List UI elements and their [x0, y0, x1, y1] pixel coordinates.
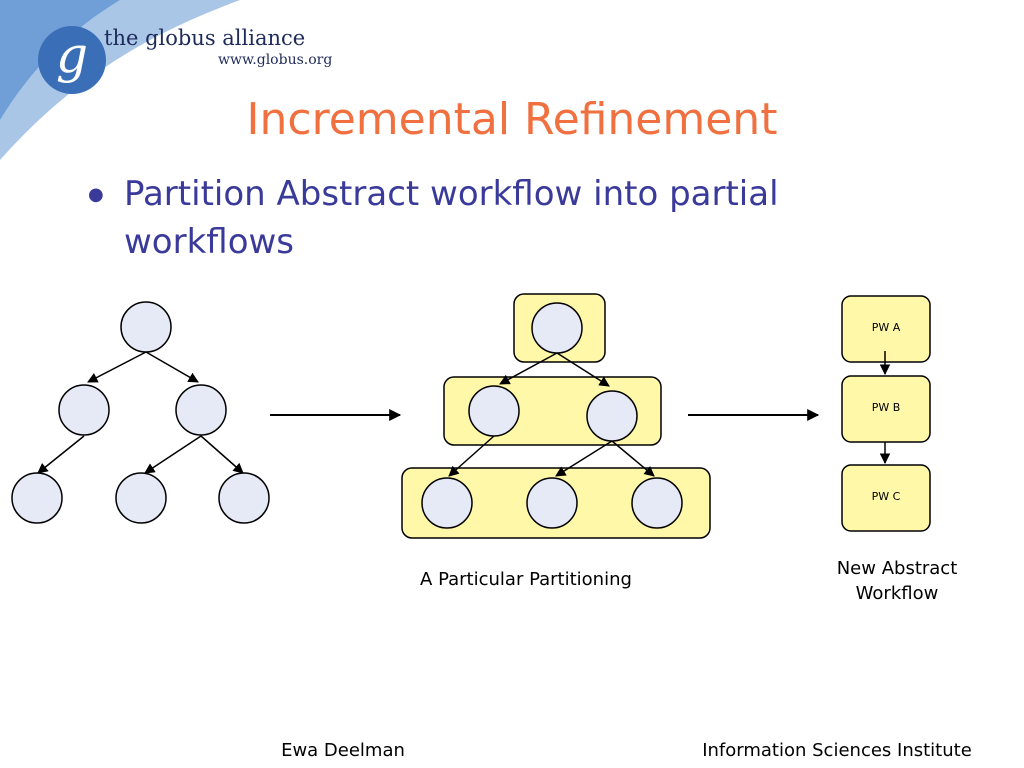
tree-node [11, 472, 63, 524]
tree-node [175, 384, 227, 436]
new-abstract-workflow [841, 295, 931, 532]
pw-a-label: PW A [871, 321, 901, 334]
bullet-dot-icon: ● [88, 184, 104, 205]
logo-glyph: g [56, 26, 89, 84]
tree-node [58, 384, 110, 436]
pw-b-label: PW B [871, 401, 901, 414]
tree-node [120, 301, 172, 353]
logo-name: the globus alliance [104, 26, 306, 50]
tree-node [531, 302, 583, 354]
pw-box [841, 375, 931, 443]
tree-node [586, 390, 638, 442]
new-workflow-caption: New Abstract Workflow [836, 558, 958, 604]
bullet-text: Partition Abstract workflow into partial… [124, 174, 779, 262]
pw-c-label: PW C [871, 490, 901, 503]
tree-node [421, 477, 473, 529]
tree-node [631, 477, 683, 529]
tree-node [218, 472, 270, 524]
pw-box [841, 295, 931, 363]
tree-node [468, 385, 520, 437]
tree-node [115, 472, 167, 524]
logo-url: www.globus.org [218, 52, 333, 68]
tree-node [526, 477, 578, 529]
slide-title: Incremental Refinement [246, 94, 778, 145]
globus-logo-icon [38, 26, 106, 94]
pw-box [841, 464, 931, 532]
abstract-workflow-tree [11, 301, 270, 524]
footer-author: Ewa Deelman [281, 740, 405, 761]
partitioned-workflow-tree [401, 293, 711, 539]
footer-institution: Information Sciences Institute [702, 740, 972, 761]
partitioning-caption: A Particular Partitioning [420, 569, 632, 590]
